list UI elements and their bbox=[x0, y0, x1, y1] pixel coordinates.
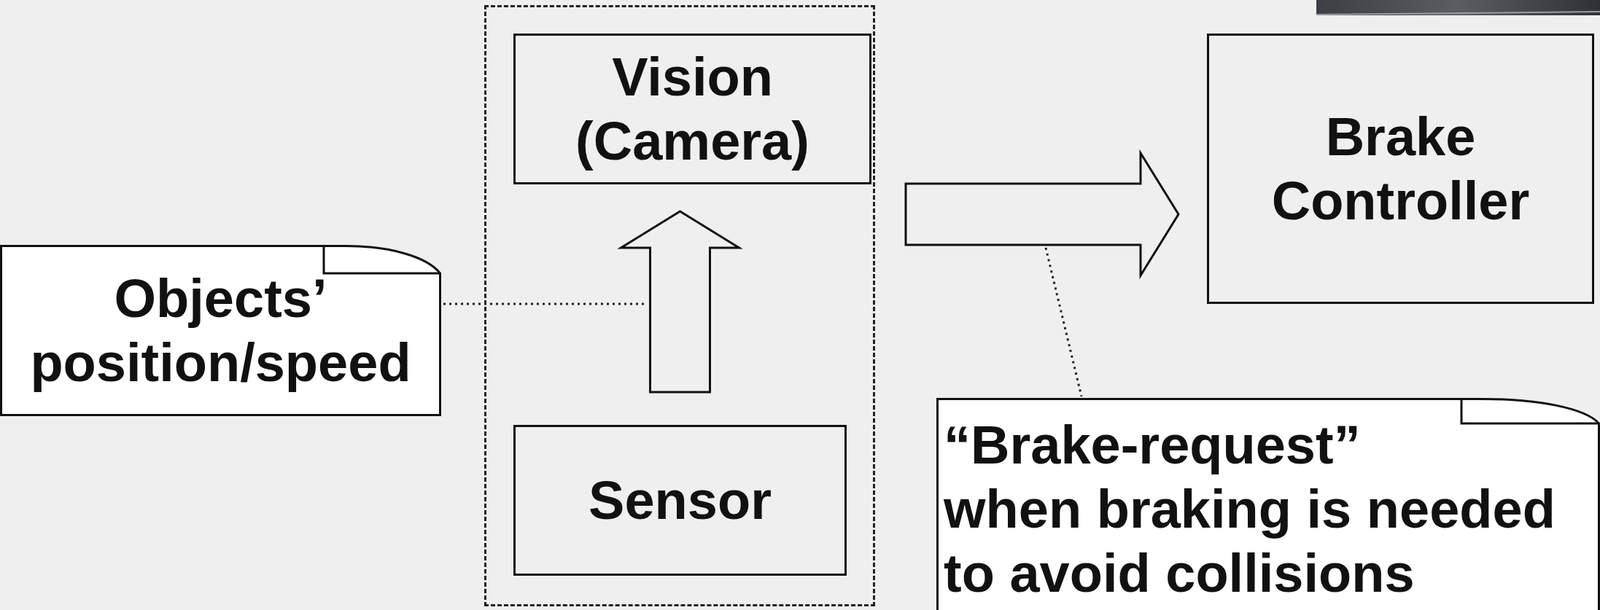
block-arrow bbox=[905, 153, 1179, 276]
box-label: Sensor bbox=[588, 468, 772, 534]
note-text: Objects’ position/speed bbox=[0, 266, 442, 396]
block-arrow bbox=[621, 211, 740, 393]
process-box: Brake Controller bbox=[1206, 33, 1595, 305]
note-text: when braking is needed to avoid collisio… bbox=[943, 477, 1587, 607]
dashed-group: Vision (Camera) Sensor bbox=[484, 5, 876, 607]
callout-note: “Brake-request”when braking is needed to… bbox=[936, 398, 1600, 610]
leader-line bbox=[1045, 247, 1082, 397]
note-fold bbox=[1461, 399, 1600, 425]
box-label: Vision (Camera) bbox=[515, 45, 870, 174]
leader-line bbox=[425, 303, 647, 306]
photo-edge bbox=[1316, 11, 1600, 15]
process-box: Sensor bbox=[513, 425, 847, 577]
note-fold bbox=[323, 246, 441, 275]
note-text: “Brake-request” bbox=[943, 413, 1361, 478]
box-label: Brake Controller bbox=[1209, 105, 1592, 234]
photo-fragment bbox=[1316, 0, 1600, 16]
process-box: Vision (Camera) bbox=[513, 33, 872, 185]
note-body bbox=[937, 399, 1600, 610]
callout-note: Objects’ position/speed bbox=[0, 245, 442, 417]
